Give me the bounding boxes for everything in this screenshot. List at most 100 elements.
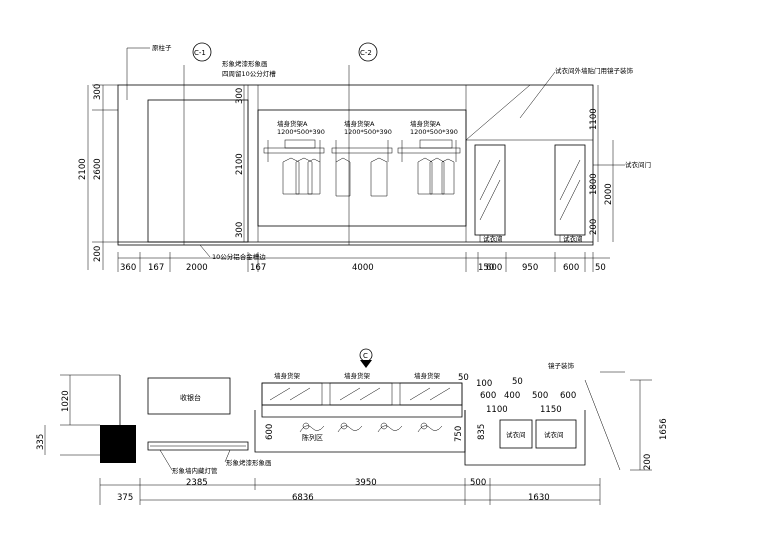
svg-text:500: 500 <box>532 391 548 401</box>
rack-2: 墙身货架A 1200*500*390 <box>331 119 393 162</box>
svg-text:1200*500*390: 1200*500*390 <box>277 128 325 136</box>
left-height-dims: 300 2600 2100 200 <box>78 84 103 262</box>
shelf-dims: 50 100 600 1100 50 400 500 600 1150 <box>458 373 576 415</box>
right-height-dims: 1100 1800 2000 200 <box>589 108 614 235</box>
shelf-block-3 <box>399 382 463 406</box>
lightbox-bottom-label: 形象烤漆形象画 <box>226 458 272 467</box>
svg-text:1800: 1800 <box>589 173 599 195</box>
svg-text:C-2: C-2 <box>360 49 372 57</box>
cashier-counter <box>147 377 231 415</box>
section-marker-c2 <box>358 42 378 62</box>
fitting-sign-left: 试衣间 <box>483 234 503 243</box>
svg-text:400: 400 <box>504 391 520 401</box>
svg-text:500: 500 <box>470 478 486 488</box>
svg-text:1100: 1100 <box>486 405 508 415</box>
svg-text:2600: 2600 <box>93 158 103 180</box>
svg-text:2100: 2100 <box>235 153 245 175</box>
shelf-block-1 <box>261 382 323 406</box>
rack-tag-1: 墙身货架 <box>274 371 301 380</box>
lightbox-panel <box>147 99 249 243</box>
svg-text:360: 360 <box>120 263 136 273</box>
cashier-label: 收银台 <box>180 393 201 402</box>
svg-text:100: 100 <box>476 379 492 389</box>
section-marker-c1 <box>192 42 212 62</box>
left-height: 335 <box>36 434 46 450</box>
hanging-garments <box>282 157 455 197</box>
svg-text:试衣间: 试衣间 <box>544 430 564 439</box>
svg-text:50: 50 <box>595 263 606 273</box>
note-mirror-wall: 试衣间外墙贴门用镜子装饰 <box>555 66 634 75</box>
note-lightbox: 形象烤漆形象画 <box>222 59 268 68</box>
svg-text:1200*500*390: 1200*500*390 <box>344 128 392 136</box>
svg-text:2000: 2000 <box>186 263 208 273</box>
svg-text:1150: 1150 <box>540 405 562 415</box>
svg-text:3950: 3950 <box>355 478 377 488</box>
svg-text:950: 950 <box>522 263 538 273</box>
fitting-room-2 <box>535 419 577 449</box>
svg-text:300: 300 <box>235 222 245 238</box>
svg-text:600: 600 <box>480 391 496 401</box>
svg-text:1630: 1630 <box>528 493 550 503</box>
inner-height-dims: 300 2100 300 <box>235 88 245 238</box>
svg-text:墙身货架A: 墙身货架A <box>344 119 375 128</box>
svg-text:C: C <box>363 352 368 360</box>
fitting-sign-right: 试衣间 <box>563 234 583 243</box>
plan-bottom-dims: 375 2385 3950 500 1630 6836 <box>99 478 601 505</box>
display-shelf-top <box>261 382 463 406</box>
svg-text:167: 167 <box>250 263 266 273</box>
rack-1: 墙身货架A 1200*500*390 <box>263 119 325 162</box>
svg-text:试衣间: 试衣间 <box>506 430 526 439</box>
svg-text:50: 50 <box>458 373 469 383</box>
fitting-door-left <box>474 144 506 236</box>
rack-3: 墙身货架A 1200*500*390 <box>397 119 461 162</box>
svg-text:150: 150 <box>478 263 494 273</box>
svg-text:600: 600 <box>486 263 502 273</box>
svg-text:2100: 2100 <box>78 158 88 180</box>
storefront-elevation: 试衣间 试衣间 墙身货架A 1200*500*390 墙身货架A 1200*50… <box>78 42 651 273</box>
svg-text:300: 300 <box>235 88 245 104</box>
svg-text:1200*500*390: 1200*500*390 <box>410 128 458 136</box>
svg-text:200: 200 <box>93 246 103 262</box>
storefront-plan: 收银台 1020 335 墙身货架 墙身货架 墙身货架 C 陈列区 <box>36 348 669 505</box>
rack-tag-3: 墙身货架 <box>414 371 441 380</box>
svg-text:4000: 4000 <box>352 263 374 273</box>
note-groove: 四周留10公分灯槽 <box>222 69 276 78</box>
rack-tag-2: 墙身货架 <box>344 371 371 380</box>
svg-text:2385: 2385 <box>186 478 208 488</box>
shelf-block-2 <box>329 382 393 406</box>
bottom-width-dims: 360 167 2000 167 4000 150 600 950 600 50 <box>117 252 606 273</box>
svg-text:600: 600 <box>563 263 579 273</box>
svg-text:375: 375 <box>117 493 133 503</box>
svg-text:750: 750 <box>454 426 464 442</box>
svg-text:2000: 2000 <box>604 183 614 205</box>
svg-text:200: 200 <box>589 219 599 235</box>
svg-text:167: 167 <box>148 263 164 273</box>
svg-text:50: 50 <box>512 377 523 387</box>
fitting-room-1 <box>499 419 533 449</box>
note-column: 原柱子 <box>152 43 172 52</box>
svg-text:1100: 1100 <box>589 108 599 130</box>
display-zone-label: 陈列区 <box>302 433 323 442</box>
fitting-door-right <box>554 144 586 236</box>
right-height-200: 200 <box>643 454 653 470</box>
svg-text:墙身货架A: 墙身货架A <box>277 119 308 128</box>
right-height-1656: 1656 <box>659 418 669 440</box>
lightbox-bench <box>147 441 249 451</box>
svg-text:300: 300 <box>93 84 103 100</box>
column-block <box>100 425 136 463</box>
svg-text:6836: 6836 <box>292 493 314 503</box>
display-floor <box>254 410 466 453</box>
mirror-note: 镜子装饰 <box>548 361 575 370</box>
svg-text:835: 835 <box>477 424 487 440</box>
pipe-label: 形象墙内藏灯管 <box>172 466 218 475</box>
svg-text:600: 600 <box>560 391 576 401</box>
elevation-frame <box>117 84 594 246</box>
svg-text:墙身货架A: 墙身货架A <box>410 119 441 128</box>
svg-text:600: 600 <box>265 424 275 440</box>
svg-text:C-1: C-1 <box>194 49 206 57</box>
note-fitting-door: 试衣间门 <box>625 160 651 169</box>
cashier-height: 1020 <box>61 390 71 412</box>
mannequins <box>299 422 443 433</box>
note-aluminum: 10公分铝合金槽边 <box>212 252 266 261</box>
